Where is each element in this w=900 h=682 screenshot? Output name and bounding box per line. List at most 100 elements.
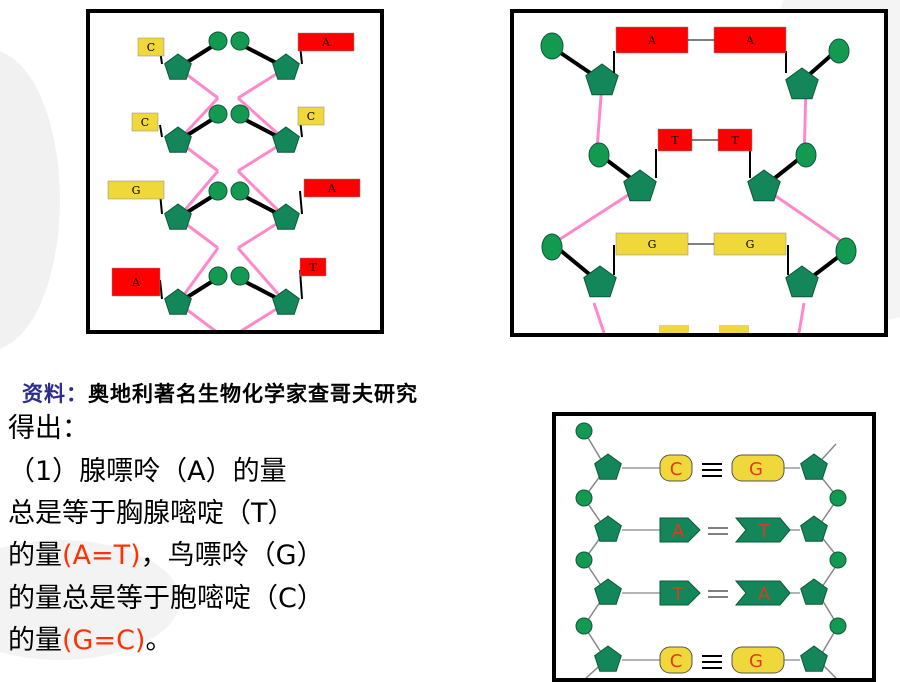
deoxyribose-sugar bbox=[164, 288, 192, 315]
source-text: 奥地利著名生物化学家查哥夫研究 bbox=[88, 382, 418, 406]
deoxyribose-sugar bbox=[583, 265, 617, 298]
deoxyribose-sugar bbox=[800, 578, 828, 605]
phosphate-group bbox=[828, 38, 850, 64]
base-A-block bbox=[734, 580, 791, 606]
base-G-block bbox=[731, 646, 785, 674]
deoxyribose-sugar bbox=[800, 515, 828, 542]
base-C-label: C bbox=[670, 651, 683, 672]
deoxyribose-sugar bbox=[594, 578, 622, 605]
right-base-A-label: A bbox=[327, 182, 337, 195]
base-T-block bbox=[734, 517, 791, 543]
base-T-label: T bbox=[758, 521, 771, 542]
base-C-block bbox=[659, 454, 693, 482]
pair3-left-base-G-label: G bbox=[648, 238, 657, 251]
left-base-C-block bbox=[131, 112, 159, 132]
text-line-4: 的量(A=T)，鸟嘌呤（G） bbox=[8, 541, 324, 571]
backbone-link bbox=[797, 302, 806, 333]
equation-g-c: (G=C) bbox=[62, 625, 146, 656]
phosphate-group bbox=[575, 489, 593, 507]
right-base-C-label: C bbox=[307, 110, 315, 123]
deoxyribose-sugar bbox=[594, 453, 622, 480]
text-line-6-part-b: 。 bbox=[145, 625, 173, 656]
left-base-C-label: C bbox=[141, 116, 149, 129]
base-A-label: A bbox=[758, 584, 771, 605]
pair1-right-base-A-label: A bbox=[745, 34, 755, 47]
source-line: 资料：奥地利著名生物化学家查哥夫研究 bbox=[22, 378, 418, 408]
phosphate-group bbox=[230, 181, 250, 201]
deoxyribose-sugar bbox=[272, 126, 300, 153]
backbone-link bbox=[592, 302, 606, 333]
phosphate-group bbox=[230, 266, 250, 286]
backbone-link bbox=[236, 247, 288, 304]
phosphate-group bbox=[575, 422, 593, 440]
phosphate-group bbox=[230, 104, 250, 124]
base-A-block bbox=[659, 517, 701, 543]
base-G-label: G bbox=[749, 651, 763, 672]
deoxyribose-sugar bbox=[164, 126, 192, 153]
deoxyribose-sugar bbox=[800, 453, 828, 480]
phosphate-group bbox=[829, 551, 847, 569]
pair3-right-base-G-label: G bbox=[746, 238, 755, 251]
deoxyribose-sugar bbox=[272, 53, 300, 80]
deoxyribose-sugar bbox=[164, 203, 192, 230]
phosphate-group bbox=[588, 142, 610, 168]
phosphate-group bbox=[835, 237, 857, 265]
pair1-left-base-A-label: A bbox=[647, 34, 657, 47]
text-line-6-part-a: 的量 bbox=[8, 625, 62, 656]
base-C-label: C bbox=[670, 459, 683, 480]
deoxyribose-sugar bbox=[594, 645, 622, 672]
deoxyribose-sugar bbox=[594, 515, 622, 542]
partial-base-block bbox=[719, 325, 749, 333]
left-base-G-label: G bbox=[132, 184, 141, 197]
deoxyribose-sugar bbox=[272, 203, 300, 230]
phosphate-group bbox=[208, 31, 228, 51]
text-line-4-part-b: ，鸟嘌呤（G） bbox=[140, 540, 324, 571]
left-base-G-block bbox=[107, 180, 165, 200]
base-stem bbox=[299, 190, 303, 215]
base-pair-shape-svg: C G A T T A C G bbox=[575, 422, 847, 678]
phosphate-group bbox=[540, 32, 564, 60]
phosphate-group bbox=[829, 489, 847, 507]
phosphate-group bbox=[575, 551, 593, 569]
base-stem bbox=[159, 279, 163, 300]
base-G-block bbox=[731, 454, 785, 482]
equation-a-t: (A=T) bbox=[62, 540, 141, 571]
phosphate-group bbox=[795, 142, 817, 168]
right-base-A-block bbox=[303, 178, 361, 198]
phosphate-group bbox=[208, 104, 228, 124]
base-pair-shape-diagram: C G A T T A C G bbox=[552, 412, 876, 682]
phosphate-group bbox=[575, 617, 593, 635]
pair2-left-base-T-label: T bbox=[671, 134, 679, 147]
base-T-label: T bbox=[672, 584, 685, 605]
right-base-T-block bbox=[299, 257, 327, 277]
right-base-C-block bbox=[297, 106, 325, 126]
text-line-4-part-a: 的量 bbox=[8, 540, 62, 571]
deoxyribose-sugar bbox=[623, 169, 657, 202]
deoxyribose-sugar bbox=[164, 53, 192, 80]
deoxyribose-sugar bbox=[747, 169, 781, 202]
phosphate-group bbox=[541, 233, 563, 261]
right-base-A-label: A bbox=[321, 36, 331, 49]
base-T-block bbox=[659, 580, 701, 606]
phosphate-group bbox=[829, 617, 847, 635]
base-G-label: G bbox=[749, 459, 763, 480]
deoxyribose-sugar bbox=[800, 645, 828, 672]
base-C-block bbox=[659, 646, 693, 674]
left-base-A-block bbox=[111, 267, 161, 297]
deoxyribose-sugar bbox=[585, 63, 619, 96]
text-line-3: 总是等于胸腺嘧啶（T） bbox=[8, 498, 295, 529]
text-line-6: 的量(G=C)。 bbox=[8, 626, 172, 656]
deoxyribose-sugar bbox=[785, 265, 819, 298]
pair1-right-base-A-block bbox=[713, 26, 787, 54]
deoxyribose-sugar bbox=[785, 67, 819, 100]
left-base-C-block bbox=[137, 37, 165, 57]
partial-base-block bbox=[659, 325, 689, 333]
text-line-2: （1）腺嘌呤（A）的量 bbox=[8, 456, 287, 487]
text-line-5: 的量总是等于胞嘧啶（C） bbox=[8, 583, 324, 614]
base-A-label: A bbox=[672, 521, 685, 542]
left-base-A-label: A bbox=[131, 276, 141, 289]
